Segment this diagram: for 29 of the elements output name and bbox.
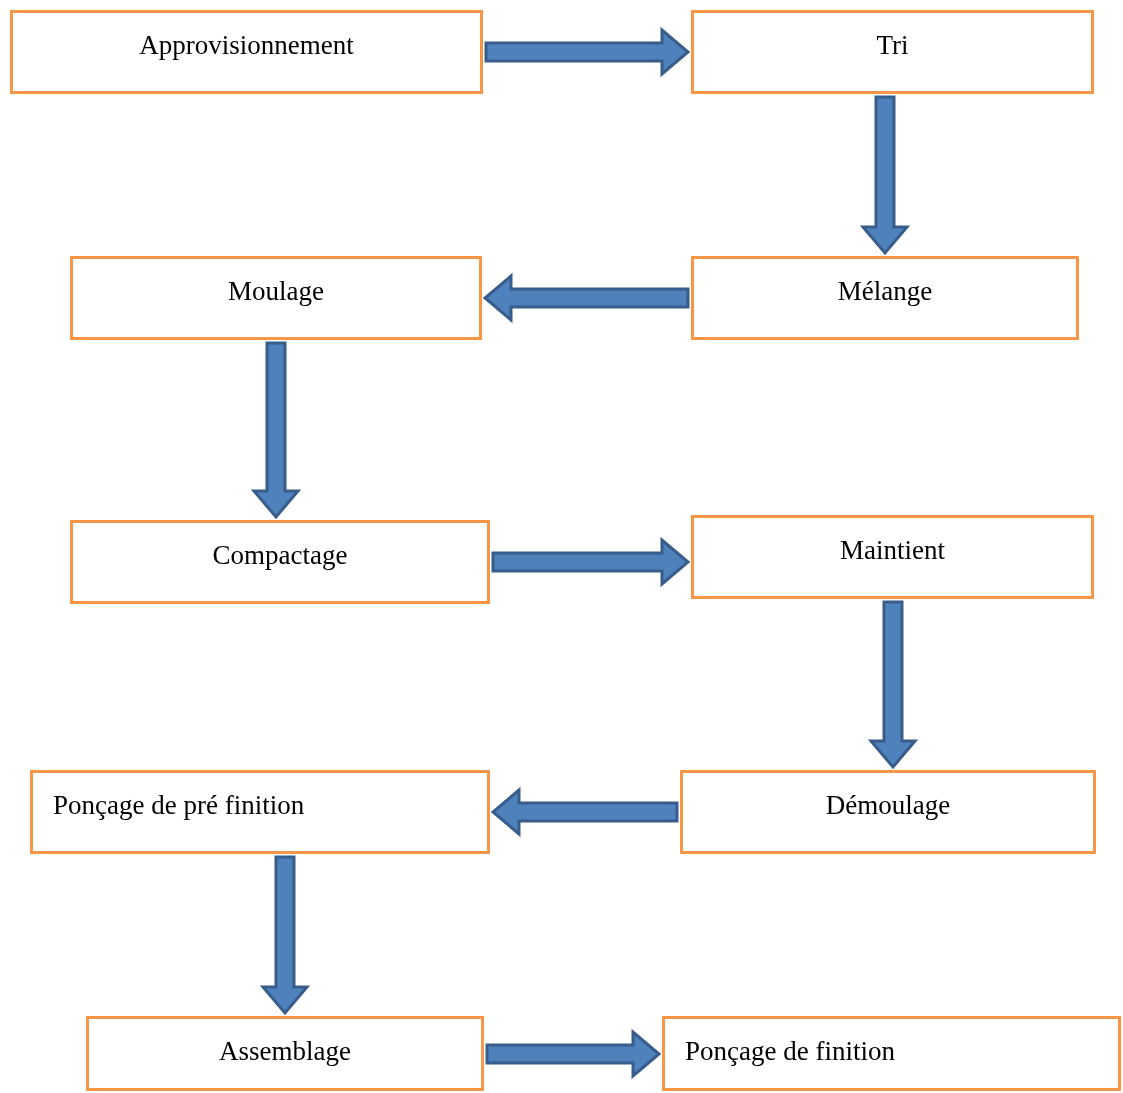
step-label: Compactage — [211, 539, 349, 572]
step-label: Ponçage de pré finition — [53, 789, 306, 822]
block-arrow — [259, 855, 311, 1016]
block-arrow — [484, 26, 691, 78]
process-box — [691, 10, 1094, 94]
step-label: Tri — [875, 29, 910, 62]
step-label: Démoulage — [824, 789, 952, 822]
block-arrow — [490, 786, 679, 838]
process-box — [86, 1016, 484, 1091]
step-label: Approvisionnement — [138, 29, 355, 62]
process-box — [691, 515, 1094, 599]
block-arrow — [867, 600, 919, 770]
process-box — [662, 1016, 1121, 1091]
process-box — [10, 10, 483, 94]
process-box — [680, 770, 1096, 854]
block-arrow — [485, 1028, 662, 1080]
process-box — [30, 770, 490, 854]
block-arrow — [482, 272, 690, 324]
block-arrow — [250, 341, 302, 520]
step-label: Ponçage de finition — [685, 1035, 896, 1068]
block-arrow — [491, 536, 691, 588]
step-label: Moulage — [227, 275, 325, 308]
step-label: Mélange — [836, 275, 934, 308]
step-label: Maintient — [839, 534, 946, 567]
block-arrow — [859, 95, 911, 256]
process-box — [70, 256, 482, 340]
step-label: Assemblage — [218, 1035, 352, 1068]
process-box — [691, 256, 1079, 340]
process-box — [70, 520, 490, 604]
